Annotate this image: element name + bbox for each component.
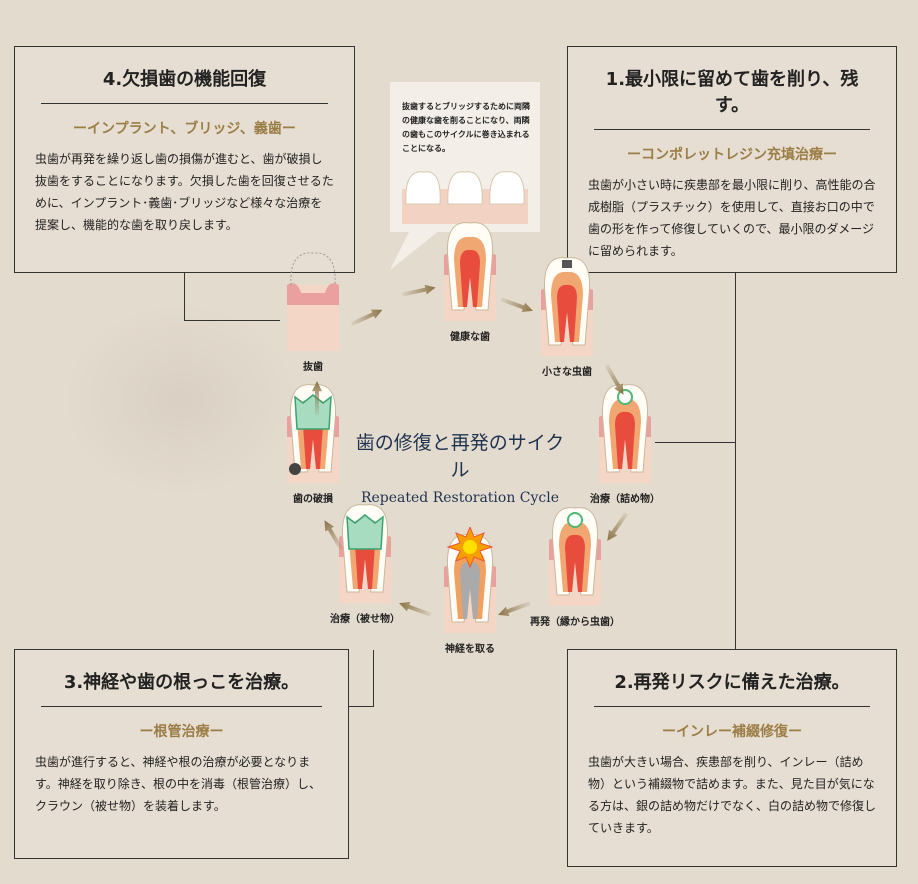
arrow-icon — [499, 294, 534, 315]
tooth-small — [537, 250, 597, 364]
tooth-recur — [545, 500, 605, 614]
connector — [735, 272, 736, 649]
tooth-label: 再発（縁から虫歯） — [530, 617, 620, 628]
box-subtitle: ーインレー補綴修復ー — [662, 724, 802, 740]
teeth-bridge-illustration — [402, 171, 528, 224]
box-body: 虫歯が進行すると、神経や根の治療が必要となります。神経を取り除き、根の中を消毒（… — [35, 755, 321, 813]
box-subtitle: ーインプラント、ブリッジ、義歯ー — [73, 121, 296, 137]
box-body: 虫歯が再発を繰り返し歯の損傷が進むと、歯が破損し抜歯をすることになります。欠損し… — [35, 152, 334, 232]
tooth-icon — [541, 257, 593, 356]
tooth-label: 神経を取る — [445, 644, 495, 655]
tooth-extracted — [283, 245, 343, 359]
box-resin: 1.最小限に留めて歯を削り、残す。 ーコンポレットレジン充填治療ー 虫歯が小さい… — [567, 46, 897, 273]
tooth-label: 小さな虫歯 — [542, 367, 592, 378]
tooth-filling — [595, 377, 655, 491]
tooth-icon — [549, 507, 601, 606]
tooth-crown — [335, 497, 395, 611]
box-body: 虫歯が大きい場合、疾患部を削り、インレー（詰め物）という補綴物で詰めます。また、… — [588, 755, 877, 835]
tooth-nerve — [440, 525, 500, 641]
tooth-icon — [339, 504, 391, 603]
box-body: 虫歯が小さい時に疾患部を最小限に削り、高性能の合成樹脂（プラスチック）を使用して… — [588, 178, 876, 258]
tooth-label: 抜歯 — [303, 362, 323, 373]
box-subtitle: ーコンポレットレジン充填治療ー — [627, 147, 837, 163]
callout-pointer — [390, 230, 440, 270]
arrow-icon — [349, 305, 384, 328]
connector — [348, 706, 374, 707]
cycle-title-jp: 歯の修復と再発のサイクル — [355, 432, 565, 481]
tooth-label: 治療（被せ物） — [330, 614, 400, 625]
cycle-title-en: Repeated Restoration Cycle — [360, 490, 560, 506]
connector — [373, 650, 374, 706]
tooth-broken — [283, 377, 343, 491]
box-inlay: 2.再発リスクに備えた治療。 ーインレー補綴修復ー 虫歯が大きい場合、疾患部を削… — [567, 649, 897, 867]
box-root-canal: 3.神経や歯の根っこを治療。 ー根管治療ー 虫歯が進行すると、神経や根の治療が必… — [14, 649, 349, 859]
connector — [184, 272, 185, 320]
tooth-icon — [599, 384, 651, 483]
tooth-healthy — [440, 215, 500, 329]
box-title: 4.欠損歯の機能回復 — [41, 65, 328, 104]
callout-text: 抜歯するとブリッジするために両隣の健康な歯を削ることになり、両隣の歯もこのサイク… — [402, 102, 530, 153]
arrow-icon — [401, 283, 436, 300]
tooth-icon — [287, 252, 339, 351]
cycle-title: 歯の修復と再発のサイクル Repeated Restoration Cycle — [350, 428, 570, 506]
tooth-icon — [287, 384, 339, 483]
connector — [655, 442, 735, 443]
arrow-icon — [496, 598, 531, 619]
box-title: 3.神経や歯の根っこを治療。 — [41, 668, 322, 707]
box-title: 2.再発リスクに備えた治療。 — [594, 668, 870, 707]
tooth-icon — [444, 525, 496, 633]
tooth-label: 歯の破損 — [293, 494, 333, 505]
arrow-icon — [603, 510, 631, 544]
arrow-icon — [397, 598, 432, 619]
tooth-label: 治療（詰め物） — [590, 494, 660, 505]
connector — [184, 320, 280, 321]
background-photo — [60, 300, 300, 500]
box-subtitle: ー根管治療ー — [139, 724, 224, 740]
box-implant: 4.欠損歯の機能回復 ーインプラント、ブリッジ、義歯ー 虫歯が再発を繰り返し歯の… — [14, 46, 355, 273]
tooth-label: 健康な歯 — [450, 332, 490, 343]
callout-bubble: 抜歯するとブリッジするために両隣の健康な歯を削ることになり、両隣の歯もこのサイク… — [390, 82, 540, 270]
tooth-icon — [444, 222, 496, 321]
box-title: 1.最小限に留めて歯を削り、残す。 — [594, 65, 870, 130]
